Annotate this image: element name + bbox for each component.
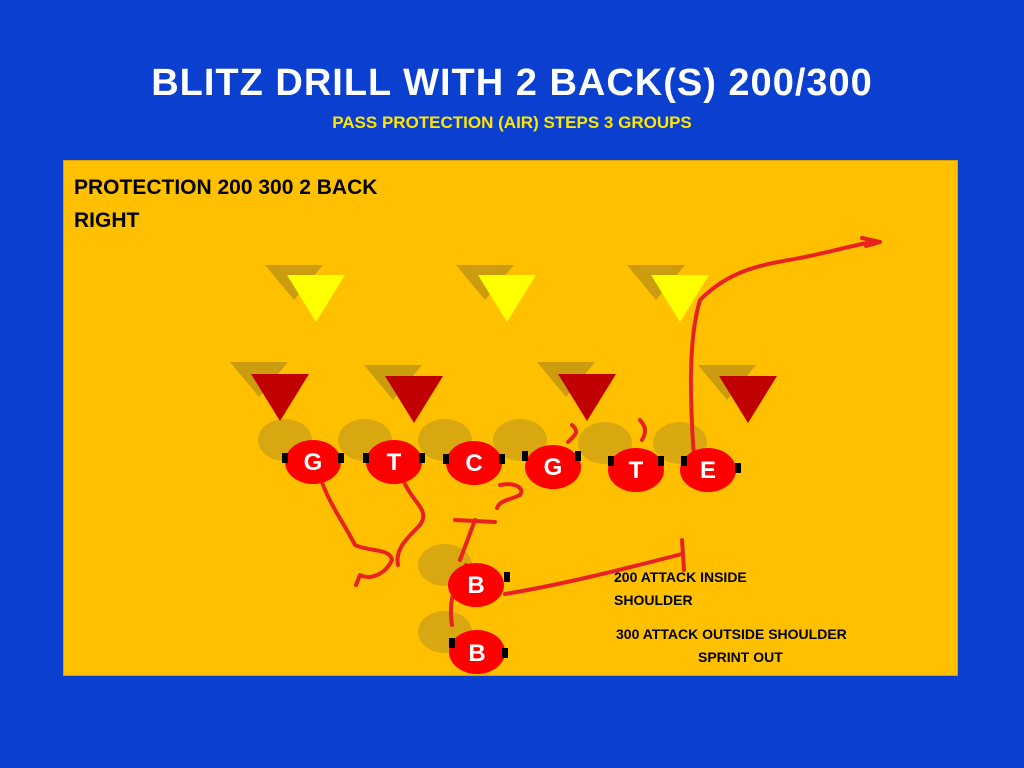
route-c-check [453, 518, 497, 562]
direction-label: RIGHT [74, 209, 140, 232]
player-t2: T [608, 448, 664, 492]
player-b1-label: B [467, 572, 484, 599]
route-e-release [688, 240, 874, 460]
slide-subtitle: PASS PROTECTION (AIR) STEPS 3 GROUPS [332, 113, 692, 132]
player-t2-label: T [629, 457, 644, 484]
field-area: PROTECTION 200 300 2 BACK RIGHT [63, 160, 958, 676]
player-t1-label: T [387, 449, 402, 476]
route-g2-punch [566, 418, 648, 444]
player-g1: G [282, 440, 344, 484]
defender-front-2 [385, 376, 443, 423]
player-e: E [680, 448, 741, 492]
note-300-line1: 300 ATTACK OUTSIDE SHOULDER [616, 626, 847, 642]
note-300-line2: SPRINT OUT [698, 649, 783, 665]
player-g1-label: G [304, 449, 323, 476]
player-shadows [258, 419, 707, 653]
defender-front-3 [558, 374, 616, 421]
route-e-arrow [860, 236, 882, 248]
defender-deep-2 [478, 275, 536, 322]
protection-label: PROTECTION 200 300 2 BACK [74, 176, 378, 199]
player-g2: G [522, 445, 581, 489]
route-b1-release [503, 552, 684, 596]
offensive-players: G T C G T E [282, 440, 741, 674]
defender-deep-1 [287, 275, 345, 322]
player-t1: T [363, 440, 425, 484]
note-200-line1: 200 ATTACK INSIDE [614, 569, 747, 585]
player-c: C [443, 441, 505, 485]
slide-title: BLITZ DRILL WITH 2 BACK(S) 200/300 [151, 62, 873, 104]
route-g1-block [320, 480, 394, 587]
defender-front-1 [251, 374, 309, 421]
route-b1-arrow [680, 538, 686, 572]
route-t1-block [395, 482, 426, 567]
defender-deep-3 [651, 275, 709, 322]
defender-front-4 [719, 376, 777, 423]
player-c-label: C [465, 450, 482, 477]
player-g2-label: G [544, 454, 563, 481]
player-b2: B [449, 630, 508, 674]
player-b2-label: B [468, 640, 485, 667]
player-b1: B [448, 563, 510, 607]
route-c-block [495, 482, 524, 510]
note-200-line2: SHOULDER [614, 592, 693, 608]
player-e-label: E [700, 457, 716, 484]
